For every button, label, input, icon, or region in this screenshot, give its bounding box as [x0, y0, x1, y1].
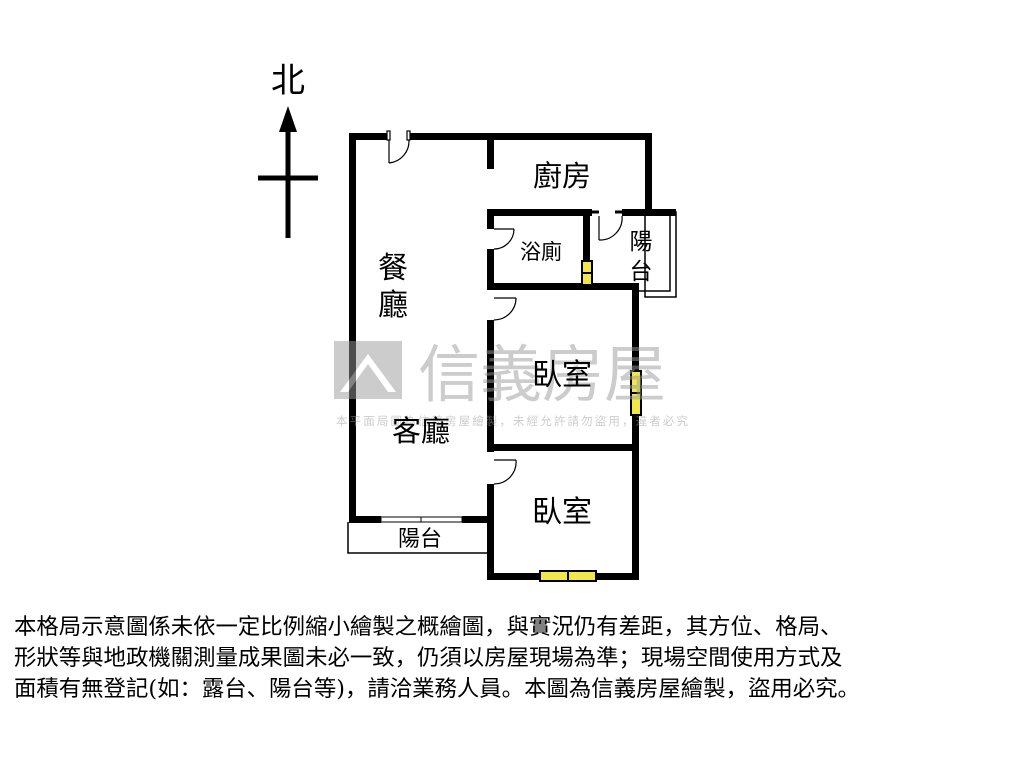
balcony-rear-label-1: 陽 — [630, 229, 653, 255]
kitchen-label: 廚房 — [533, 159, 591, 193]
front-balcony-sliding-door — [380, 516, 463, 523]
balcony-front-label: 陽台 — [398, 527, 442, 552]
floor-plan: 北 — [258, 61, 689, 582]
dining-label-1: 餐 — [378, 251, 408, 286]
wall-bedroom1-top — [487, 283, 639, 290]
wall-top-right — [409, 133, 652, 140]
walls — [349, 133, 676, 580]
bedroom1-window — [630, 370, 642, 416]
bedroom-second-label: 臥室 — [532, 495, 592, 530]
bedroom2-door — [493, 459, 517, 485]
doors — [386, 130, 623, 485]
balcony-rear-label-2: 台 — [630, 259, 653, 285]
sinyi-logo-icon — [334, 341, 402, 399]
wall-bedroom1-west — [487, 320, 494, 452]
wall-bath-top — [487, 209, 592, 216]
watermark: 信義房屋 本平面局圖為信義房屋繪製，未經允許請勿盜用，違者必究 — [334, 338, 689, 428]
living-room-label: 客廳 — [392, 414, 450, 448]
compass-north-label: 北 — [271, 61, 305, 101]
wall-east — [632, 283, 639, 580]
bathroom-label: 浴廁 — [520, 240, 562, 264]
north-compass: 北 — [258, 61, 318, 238]
disclaimer-line: 形狀等與地政機關測量成果圖未必一致，仍須以房屋現場為準；現場空間使用方式及 — [14, 645, 843, 671]
wall-kitchen-east — [645, 133, 652, 213]
bedroom1-door — [493, 297, 517, 321]
wall-bath-west-b — [487, 249, 494, 289]
watermark-notice: 本平面局圖為信義房屋繪製，未經允許請勿盜用，違者必究 — [336, 414, 689, 428]
entrance-door — [386, 130, 411, 164]
disclaimer-line: 面積有無登記(如：露台、陽台等)，請洽業務人員。本圖為信義房屋繪製，盜用必究。 — [14, 676, 860, 702]
bedroom-main-label: 臥室 — [532, 358, 592, 393]
wall-west — [349, 133, 356, 523]
wall-living-south-left — [349, 516, 381, 523]
wall-kitchen-divider — [487, 133, 494, 169]
wall-top-left — [349, 133, 389, 140]
wall-bath-west-a — [487, 209, 494, 229]
bath-door — [493, 228, 515, 250]
north-arrow-icon — [279, 106, 297, 132]
room-labels: 廚房 浴廁 陽 台 餐 廳 臥室 客廳 臥室 陽台 — [378, 159, 653, 552]
wall-bath-east — [583, 209, 590, 289]
balcony-door — [592, 210, 623, 241]
wall-bedroom2-west — [487, 484, 494, 580]
rear-balcony-inner — [637, 212, 671, 292]
windows — [539, 260, 642, 582]
watermark-brand: 信義房屋 — [418, 338, 666, 411]
disclaimer-line: 本格局示意圖係未依一定比例縮小繪製之概繪圖，與實況仍有差距，其方位、格局、 — [14, 614, 843, 640]
front-balcony-outline — [347, 522, 490, 554]
dining-label-2: 廳 — [378, 288, 408, 323]
bath-window — [581, 260, 593, 286]
wall-balcony-top — [622, 209, 676, 216]
disclaimer-text: 本格局示意圖係未依一定比例縮小繪製之概繪圖，與實況仍有差距，其方位、格局、 形狀… — [14, 612, 1014, 705]
wall-bedroom2-top — [487, 444, 639, 451]
wall-living-south-right — [462, 516, 494, 523]
bedroom2-window — [539, 570, 597, 582]
